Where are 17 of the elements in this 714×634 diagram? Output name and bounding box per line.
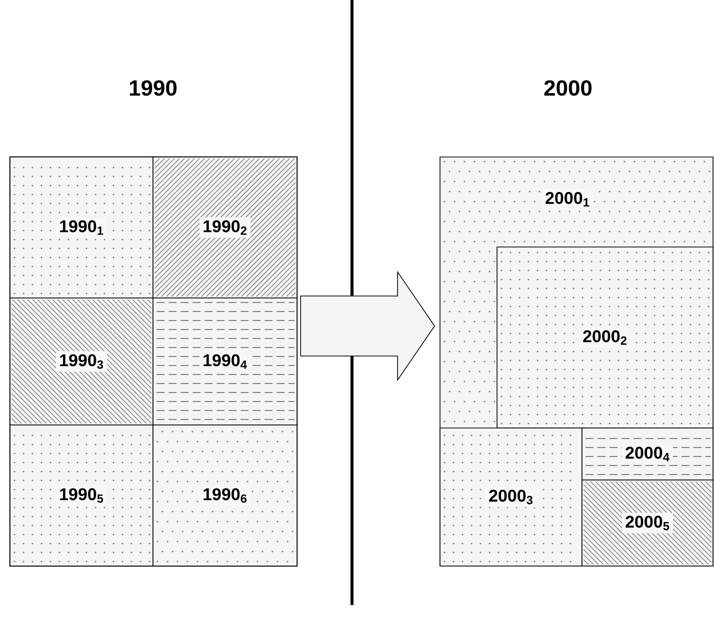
patterned-region: 2000$_{4}$ — [582, 428, 714, 480]
node-label: 1990$_{4}$ — [204, 354, 247, 369]
year-heading: 2000 — [544, 80, 592, 96]
patterned-region: 1990$_{5}$ — [10, 424, 154, 566]
year-heading: 1990 — [130, 80, 177, 96]
node-label: 1990$_{3}$ — [60, 354, 104, 369]
patterned-region: 1990$_{1}$ — [10, 156, 154, 298]
node-label: 1990$_{1}$ — [60, 220, 104, 235]
patterned-region: 2000$_{3}$ — [440, 428, 582, 566]
patterned-region: 1990$_{2}$ — [152, 156, 298, 298]
patterned-region: 1990$_{4}$ — [152, 298, 298, 426]
block-arrow — [300, 270, 436, 382]
patterned-region: 2000$_{5}$ — [582, 480, 714, 566]
node-label: 1990$_{2}$ — [204, 220, 246, 235]
patterned-region: 1990$_{6}$ — [152, 424, 298, 566]
node-label: 1990$_{5}$ — [60, 488, 104, 503]
patterned-region: 1990$_{3}$ — [10, 298, 154, 426]
